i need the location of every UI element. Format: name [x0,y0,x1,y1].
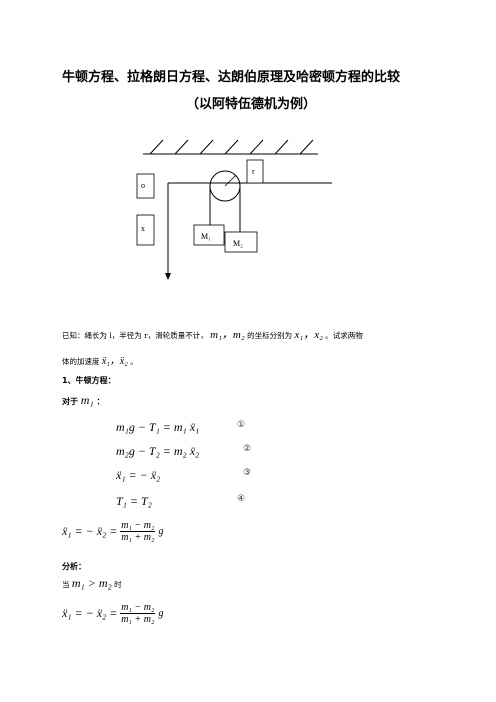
result-equation: ẍ₁ = − ẍ₂ = m₁ − m₂ m₁ + m₂ g [62,520,163,543]
mass-2-label: M₂ [233,239,243,248]
given-mass-vars: m₁，m₂ [210,329,245,341]
for-colon: ： [96,397,105,406]
given-intro: 已知：绳长为 l，半径为 r，滑轮质量不计， [62,331,208,340]
analysis-heading: 分析： [62,562,86,571]
radius-label-box [246,159,264,184]
result-equation-2: ẍ₁ = − ẍ₂ = m₁ − m₂ m₁ + m₂ g [62,602,163,625]
given-line-2: 体的加速度 ẍ₁，ẍ₂ 。 [62,352,138,367]
result-numerator: m₁ − m₂ [120,520,156,532]
given-accel-vars: ẍ₁，ẍ₂ [101,356,128,367]
result-denominator: m₁ + m₂ [121,532,155,543]
x-axis-arrow [165,273,171,280]
result2-fraction: m₁ − m₂ m₁ + m₂ [120,602,156,625]
origin-box [136,173,155,199]
mass-1-box [193,224,225,246]
x-label: x [141,224,145,233]
result2-g: g [158,608,164,619]
given-x-vars: x₁，x₂ [294,329,323,341]
result-g: g [158,526,164,537]
result2-lhs: ẍ₁ = − ẍ₂ = [62,606,118,620]
equation-2: m₂g − T₂ = m₂ ẍ₂ [116,444,200,458]
result2-denominator: m₁ + m₂ [121,614,155,625]
given-ask-text: 。试求两物 [325,331,363,340]
equation-1: m₁g − T₁ = m₁ ẍ₁ [116,420,200,434]
given-accel-text: 体的加速度 [62,357,100,366]
equation-2-number: ② [243,444,252,454]
given-coord-text: 的坐标分别为 [247,331,293,340]
x-label-box [136,214,155,246]
analysis-cond: m₁ > m₂ [71,576,112,590]
for-mass-line: 对于 m₁ ： [62,393,104,408]
origin-label: o [141,181,145,190]
analysis-condition: 当 m₁ > m₂ 时 [62,576,122,591]
mass-2-box [224,231,258,253]
result-fraction: m₁ − m₂ m₁ + m₂ [120,520,156,543]
page-title: 牛顿方程、拉格朗日方程、达朗伯原理及哈密顿方程的比较 [62,70,401,85]
analysis-suffix: 时 [114,580,122,589]
result2-numerator: m₁ − m₂ [120,602,156,614]
given-line-1: 已知：绳长为 l，半径为 r，滑轮质量不计， m₁，m₂ 的坐标分别为 x₁，x… [62,326,363,342]
equation-1-number: ① [237,420,246,430]
mass-1-label: M₁ [201,232,211,241]
for-text: 对于 [62,397,78,406]
radius-label: r [252,167,255,176]
equation-3: ẍ₁ = − ẍ₂ [116,468,161,482]
equation-3-number: ③ [243,468,252,478]
equation-4-number: ④ [237,494,246,504]
analysis-prefix: 当 [62,580,70,589]
equation-4: T₁ = T₂ [116,494,152,508]
page-subtitle: （以阿特伍德机为例） [186,97,317,112]
given-end: 。 [130,357,138,366]
ceiling-hatching [149,139,314,155]
section-newton-heading: 1、牛顿方程： [62,376,116,385]
pulley-radius [224,174,237,187]
for-var: m₁ [80,393,94,407]
result-lhs: ẍ₁ = − ẍ₂ = [62,524,118,538]
atwood-machine-diagram: o x r M₁ M₂ [136,139,332,280]
